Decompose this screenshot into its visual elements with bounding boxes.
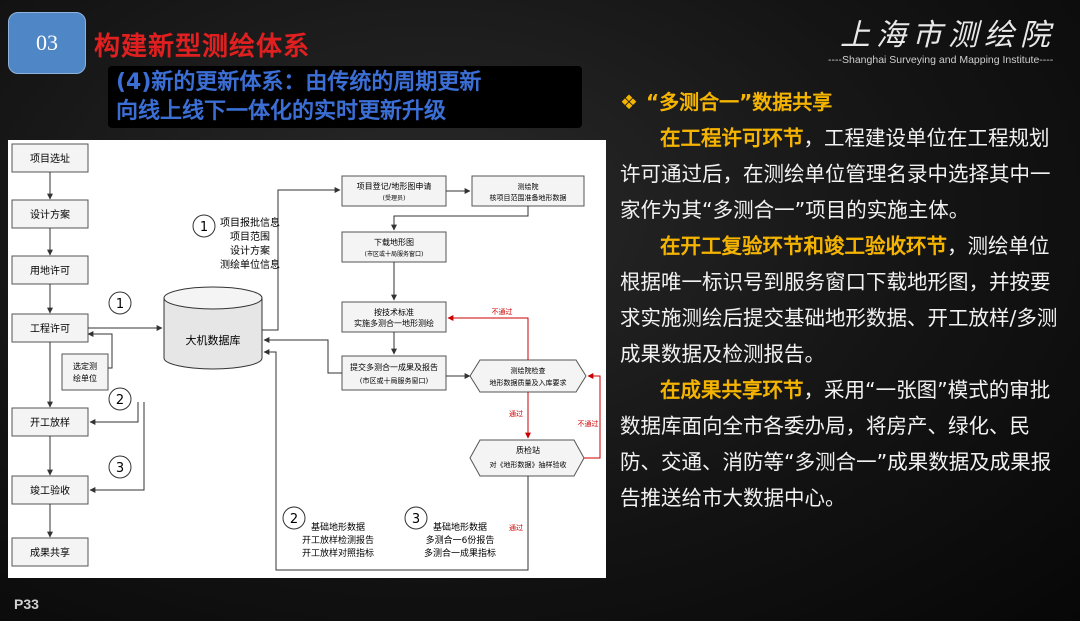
download-box xyxy=(341,231,447,263)
info2-line-2: 开工放样检测报告 xyxy=(302,534,374,546)
step-project-permit: 工程许可 xyxy=(30,323,70,335)
register-label-2: (受理员) xyxy=(383,194,406,202)
step-number-1: 1 xyxy=(116,297,124,312)
paragraph-1-text: ，工程建设单位在工程规划许可通过后，在测绘单位管理名录中选择其中一家作为其“多测… xyxy=(620,126,1051,222)
selected-surveyor-label-2: 绘单位 xyxy=(73,373,97,383)
info-number-1-circle xyxy=(192,214,216,238)
subtitle-line-1: (4)新的更新体系：由传统的周期更新 xyxy=(116,70,482,95)
info3-line-2: 多测合一6份报告 xyxy=(426,534,495,546)
register-box xyxy=(341,175,447,207)
info-number-2: 2 xyxy=(290,512,298,527)
institute-logo: 上海市测绘院 xyxy=(840,18,1056,53)
step-site-selection: 项目选址 xyxy=(30,152,70,165)
workflow-diagram: 项目选址 设计方案 用地许可 工程许可 开工放样 竣工验收 成果共享 选定测 绘… xyxy=(8,140,606,578)
info1-line-1: 项目报批信息 xyxy=(220,216,280,229)
institute-box xyxy=(471,175,585,207)
step-number-3: 3 xyxy=(116,461,124,476)
selected-surveyor-label-1: 选定测 xyxy=(73,361,97,371)
info-number-2-circle xyxy=(282,506,306,530)
info-number-1: 1 xyxy=(200,220,208,235)
step-box-construction-layout xyxy=(11,407,89,437)
step-box-result-sharing xyxy=(11,537,89,567)
section-number-badge: 03 xyxy=(8,12,86,74)
check-label-2: 地形数据质量及入库要求 xyxy=(490,378,567,387)
check-label-1: 测绘院检查 xyxy=(511,366,546,375)
data-sharing-description: ❖ “多测合一”数据共享 在工程许可环节，工程建设单位在工程规划许可通过后，在测绘… xyxy=(620,84,1060,516)
page-number: P33 xyxy=(14,596,39,612)
subtitle-box: (4)新的更新体系：由传统的周期更新 向线上线下一体化的实时更新升级 xyxy=(108,66,582,128)
step-construction-layout: 开工放样 xyxy=(30,416,70,429)
submit-label-2: (市区或十局服务窗口) xyxy=(360,376,429,385)
selected-surveyor-box xyxy=(61,353,109,391)
info3-line-3: 多测合一成果指标 xyxy=(424,547,496,559)
institute-label-2: 核项目范围准备地形数据 xyxy=(490,193,567,202)
info1-line-2: 项目范围 xyxy=(230,230,270,243)
section-title: 构建新型测绘体系 xyxy=(94,32,311,62)
submit-label-1: 提交多测合一成果及报告 xyxy=(350,362,438,372)
step-design: 设计方案 xyxy=(30,208,70,221)
step-box-completion xyxy=(11,475,89,505)
workflow-diagram-svg: 项目选址 设计方案 用地许可 工程许可 开工放样 竣工验收 成果共享 选定测 绘… xyxy=(11,143,601,571)
paragraph-3-text: ，采用“一张图”模式的审批数据库面向全市各委办局，将房产、绿化、民防、交通、消防… xyxy=(620,378,1052,510)
paragraph-construction-completion: 在开工复验环节和竣工验收环节，测绘单位根据唯一标识号到服务窗口下载地形图，并按要… xyxy=(620,228,1060,372)
step-land-permit: 用地许可 xyxy=(30,264,70,277)
step-number-2: 2 xyxy=(116,393,124,408)
pass-label-1: 通过 xyxy=(509,409,523,418)
survey-label-2: 实施多测合一地形测绘 xyxy=(354,318,434,328)
info1-line-3: 设计方案 xyxy=(230,244,270,257)
step-box-land-permit xyxy=(11,255,89,285)
info1-line-4: 测绘单位信息 xyxy=(220,258,280,271)
paragraph-2-text: ，测绘单位根据唯一标识号到服务窗口下载地形图，并按要求实施测绘后提交基础地形数据… xyxy=(620,234,1058,366)
data-sharing-title: ❖ “多测合一”数据共享 xyxy=(620,84,1060,120)
step-completion: 竣工验收 xyxy=(30,484,70,497)
survey-box xyxy=(341,301,447,333)
info-number-3: 3 xyxy=(412,512,420,527)
qc-label-1: 质检站 xyxy=(516,445,540,455)
paragraph-1-highlight: 在工程许可环节 xyxy=(660,126,804,150)
data-sharing-title-text: “多测合一”数据共享 xyxy=(645,90,833,114)
download-label-1: 下载地形图 xyxy=(374,237,414,247)
info-number-3-circle xyxy=(404,506,428,530)
step-number-2-circle xyxy=(108,387,132,411)
step-box-site-selection xyxy=(11,143,89,173)
institute-label-1: 测绘院 xyxy=(518,182,539,191)
download-label-2: (市区或十局服务窗口) xyxy=(365,250,424,258)
fail-label-1: 不通过 xyxy=(492,307,513,316)
survey-label-1: 按技术标准 xyxy=(374,307,414,317)
quality-check-box xyxy=(469,439,585,477)
submit-box xyxy=(341,355,447,391)
subtitle-line-2: 向线上线下一体化的实时更新升级 xyxy=(116,99,447,124)
paragraph-2-highlight: 在开工复验环节和竣工验收环节 xyxy=(660,234,947,258)
qc-label-2: 对《地形数据》抽样验收 xyxy=(490,460,567,469)
info2-line-3: 开工放样对照指标 xyxy=(302,547,374,559)
pass-label-2: 通过 xyxy=(509,523,523,532)
institute-check-box xyxy=(469,359,587,393)
info3-line-1: 基础地形数据 xyxy=(433,521,487,533)
paragraph-project-permit: 在工程许可环节，工程建设单位在工程规划许可通过后，在测绘单位管理名录中选择其中一… xyxy=(620,120,1060,228)
diamond-bullet-icon: ❖ xyxy=(620,90,638,114)
step-result-sharing: 成果共享 xyxy=(30,546,70,559)
database-cylinder: 大机数据库 xyxy=(163,286,263,370)
left-step-column: 项目选址 设计方案 用地许可 工程许可 开工放样 竣工验收 成果共享 xyxy=(11,143,89,567)
info2-line-1: 基础地形数据 xyxy=(311,521,365,533)
fail-label-2: 不通过 xyxy=(578,419,599,428)
database-label: 大机数据库 xyxy=(186,333,241,347)
step-number-3-circle xyxy=(108,455,132,479)
step-number-1-circle xyxy=(108,291,132,315)
institute-logo-subtitle: ----Shanghai Surveying and Mapping Insti… xyxy=(828,54,1054,66)
paragraph-3-highlight: 在成果共享环节 xyxy=(660,378,804,402)
paragraph-result-sharing: 在成果共享环节，采用“一张图”模式的审批数据库面向全市各委办局，将房产、绿化、民… xyxy=(620,372,1060,516)
register-label-1: 项目登记/地形图申请 xyxy=(357,181,432,191)
